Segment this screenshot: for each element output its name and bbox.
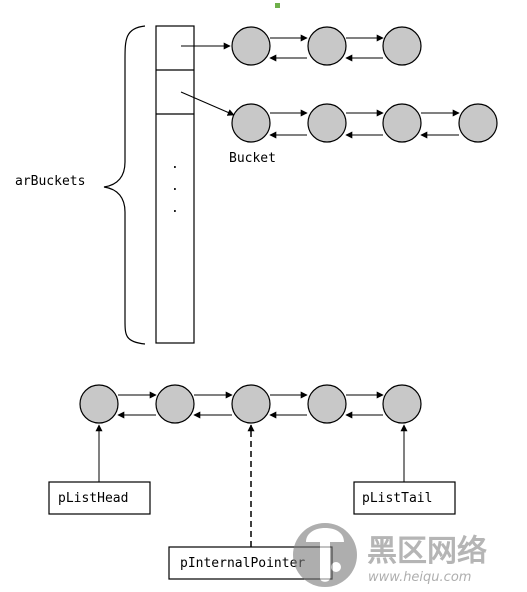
- plisttail-box-frame: [353, 481, 456, 515]
- watermark-logo-icon: [293, 523, 357, 587]
- ellipsis-dot: .: [171, 201, 179, 216]
- bucket-node: [231, 103, 271, 143]
- watermark: 黑区网络 www.heiqu.com: [293, 523, 487, 587]
- bucket-chain-1: [231, 26, 422, 66]
- list-node: [155, 384, 195, 424]
- arbuckets-label: arBuckets: [15, 174, 85, 189]
- bucket-label: Bucket: [229, 151, 276, 166]
- bucket-array-outline: [155, 25, 195, 344]
- bucket-node: [382, 103, 422, 143]
- bucket-node: [307, 103, 347, 143]
- watermark-name: 黑区网络: [367, 534, 487, 569]
- top-marker: [275, 3, 280, 8]
- ellipsis-dot: .: [171, 179, 179, 194]
- global-list: [79, 384, 422, 424]
- bucket-node: [231, 26, 271, 66]
- bucket-node: [307, 26, 347, 66]
- bucket-chain-2: [231, 103, 498, 143]
- plisttail-label: pListTail: [362, 491, 432, 506]
- slot-2-pointer-arrow: [180, 91, 235, 116]
- plisthead-box: pListHead: [48, 481, 151, 515]
- list-node: [307, 384, 347, 424]
- plisthead-label: pListHead: [58, 491, 128, 506]
- list-node: [231, 384, 271, 424]
- bucket-node: [382, 26, 422, 66]
- arbuckets-brace: [103, 25, 146, 345]
- pinternalpointer-label: pInternalPointer: [180, 556, 305, 571]
- list-node: [79, 384, 119, 424]
- bucket-node: [458, 103, 498, 143]
- list-node: [382, 384, 422, 424]
- watermark-url: www.heiqu.com: [368, 570, 471, 585]
- plisthead-box-frame: [48, 481, 151, 515]
- plisttail-box: pListTail: [353, 481, 456, 515]
- bucket-array: . . .: [155, 25, 195, 344]
- ellipsis-dot: .: [171, 157, 179, 172]
